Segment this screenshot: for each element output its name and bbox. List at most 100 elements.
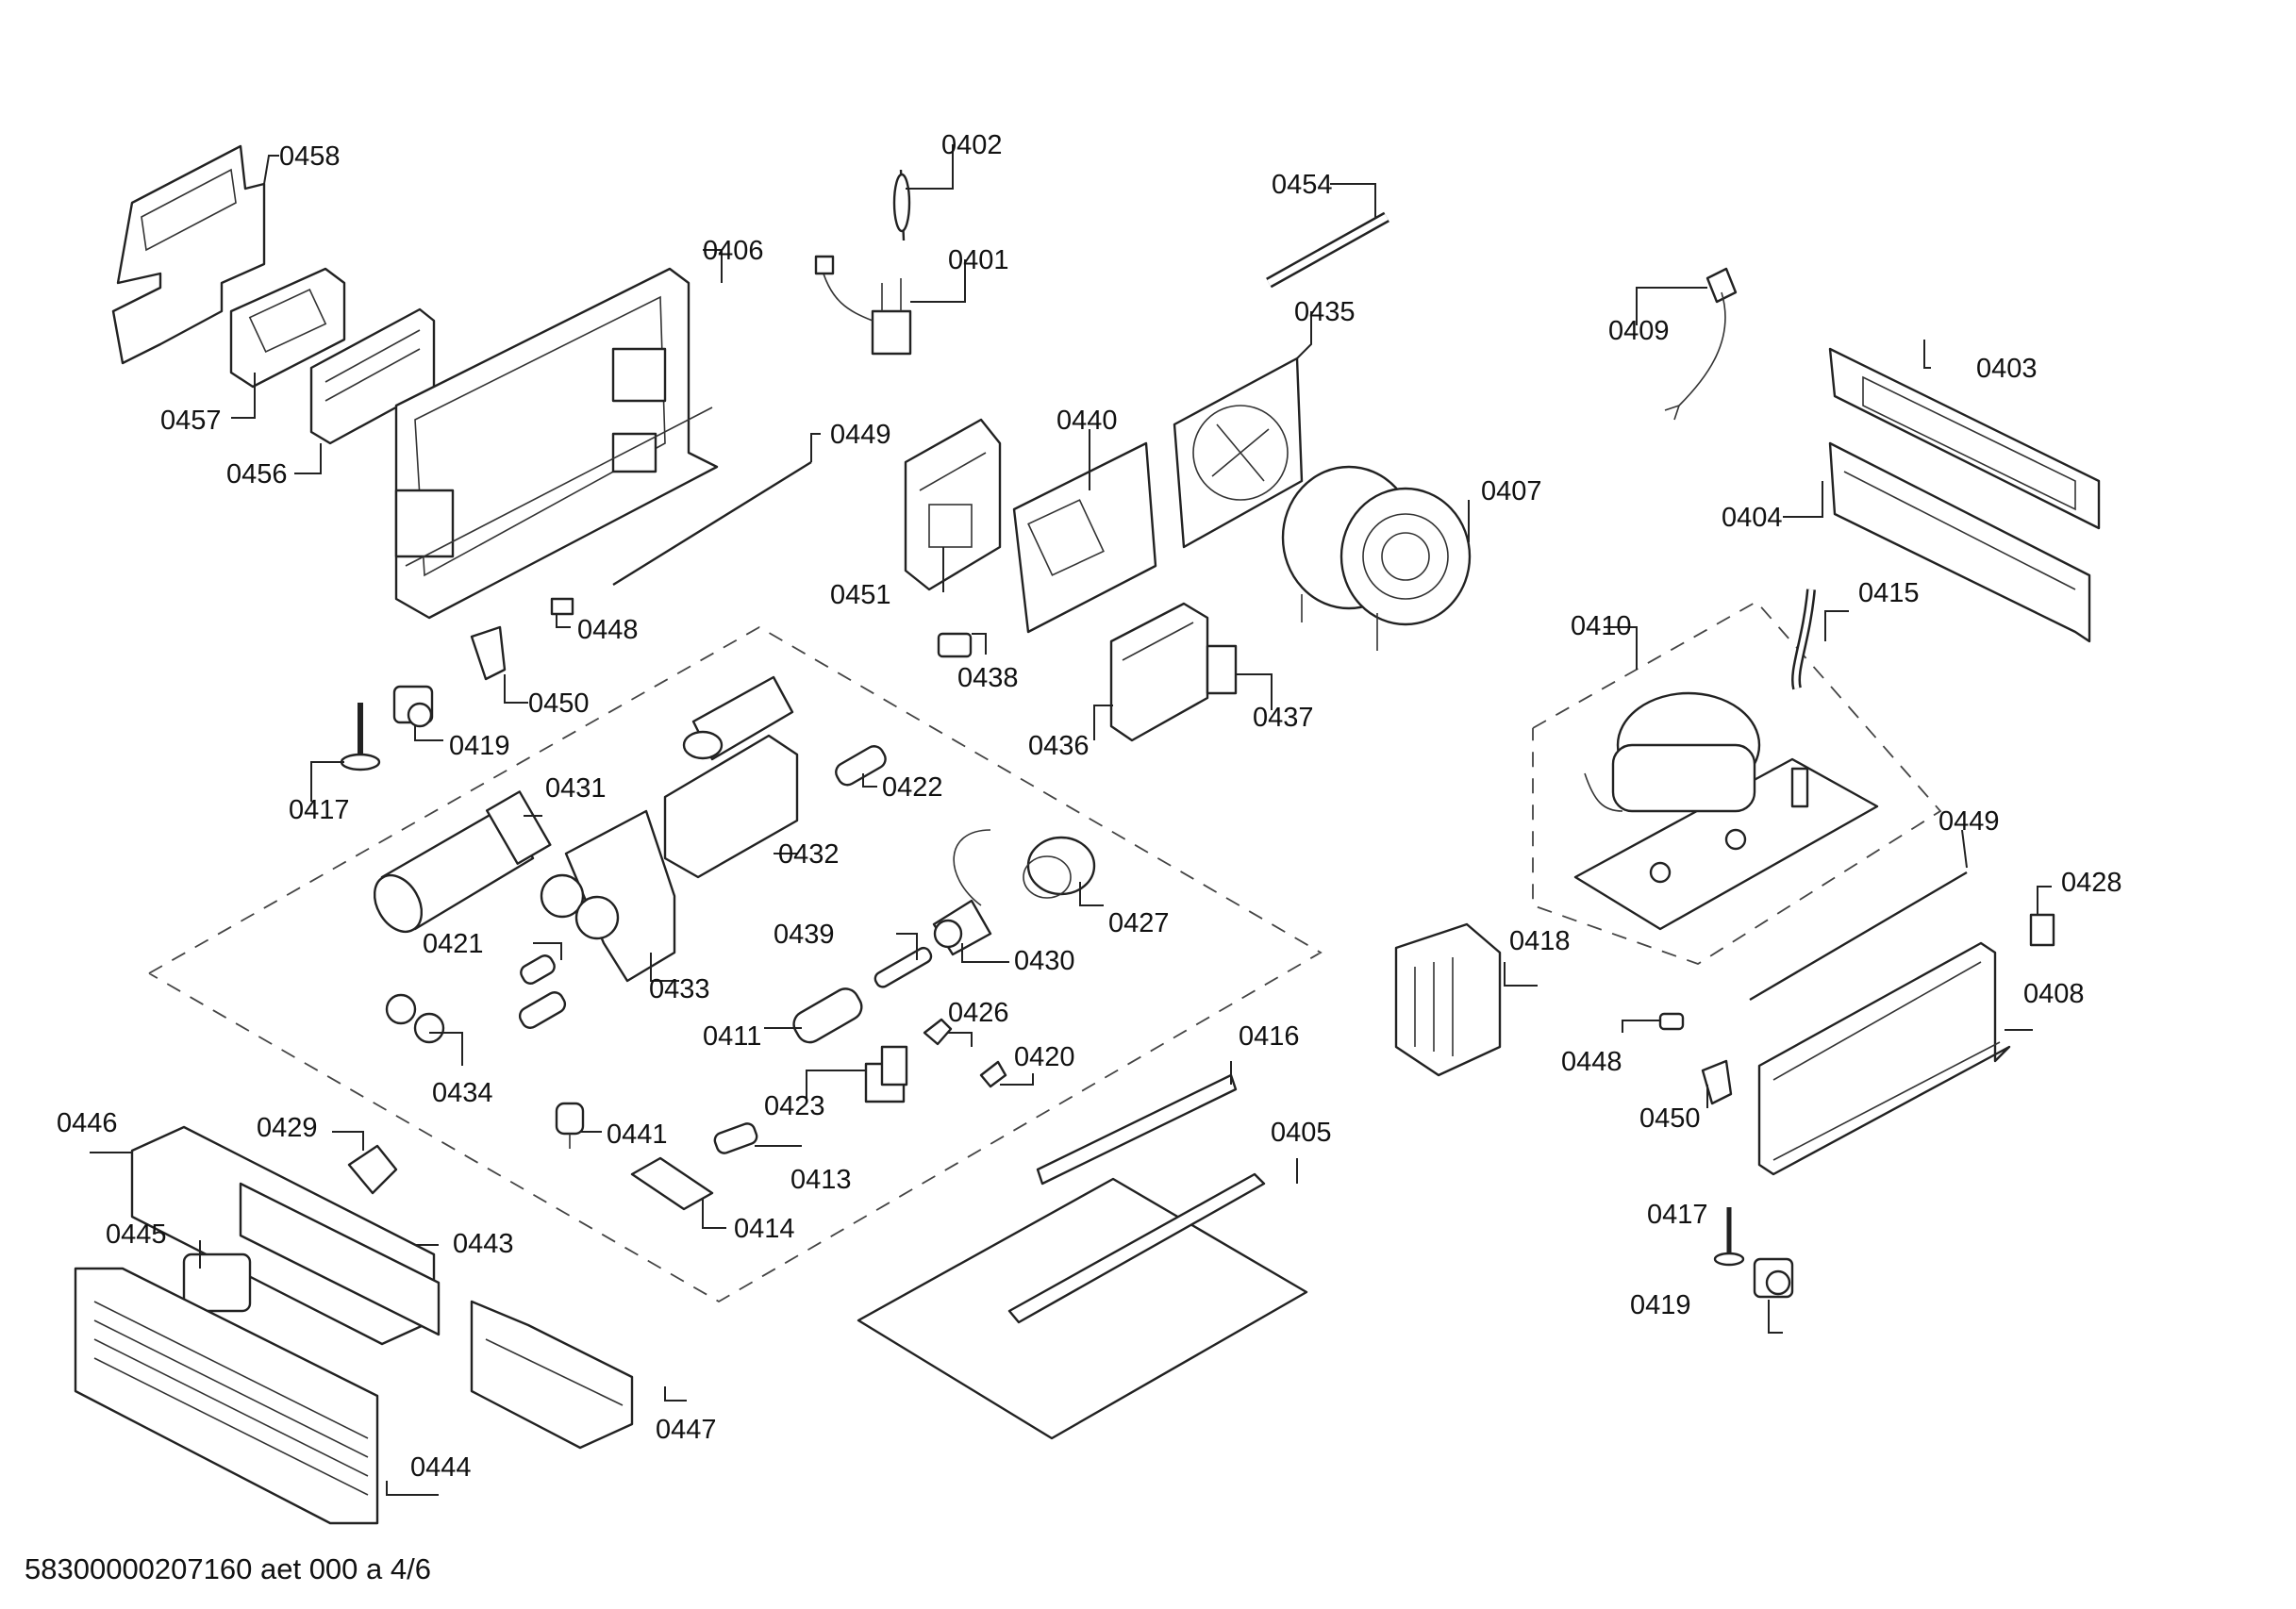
part-0433-box — [540, 809, 676, 983]
part-0430-socket — [932, 829, 992, 956]
part-0419-wheel — [392, 685, 434, 728]
part-0413-connector — [713, 1122, 758, 1154]
part-0448-connector-right — [1658, 1012, 1685, 1031]
part-0449-rod — [612, 460, 812, 587]
part-0423-valve — [864, 1045, 908, 1103]
part-0434-caps — [385, 993, 445, 1044]
callout-0432: 0432 — [778, 839, 840, 870]
part-0450-clip — [470, 625, 507, 681]
part-0403-panel — [1828, 347, 2101, 530]
callout-0421: 0421 — [423, 929, 484, 959]
callout-0448: 0448 — [577, 615, 639, 645]
callout-0445: 0445 — [106, 1219, 167, 1250]
part-0457-board — [229, 267, 346, 389]
callout-0436: 0436 — [1028, 731, 1090, 761]
callout-0405: 0405 — [1271, 1118, 1332, 1148]
callout-0446: 0446 — [57, 1108, 118, 1138]
callout-0418: 0418 — [1509, 926, 1571, 956]
part-0444-front-grille — [74, 1267, 379, 1525]
callout-0440: 0440 — [1056, 406, 1118, 436]
part-0422-fitting — [518, 745, 887, 1029]
callout-0416: 0416 — [1239, 1021, 1300, 1052]
callout-0444: 0444 — [410, 1452, 472, 1483]
part-0404-panel — [1828, 441, 2091, 643]
part-0432-tray — [663, 675, 799, 879]
part-0445-duct — [182, 1252, 252, 1313]
callout-0402: 0402 — [941, 130, 1003, 160]
callout-0411: 0411 — [703, 1021, 761, 1052]
callout-0406: 0406 — [703, 236, 764, 266]
callout-0441: 0441 — [607, 1120, 668, 1150]
part-drawings — [74, 144, 2101, 1525]
callout-0450-right: 0450 — [1639, 1103, 1701, 1134]
part-0410-compressor — [1573, 691, 1879, 931]
dashed-assembly-outlines — [148, 600, 1942, 1303]
callout-0408: 0408 — [2023, 979, 2085, 1009]
callout-0431: 0431 — [545, 773, 607, 804]
callout-0420: 0420 — [1014, 1042, 1075, 1072]
callout-0437: 0437 — [1253, 703, 1314, 733]
part-0415-hose-inner — [1793, 589, 1814, 689]
part-0449-rod-right — [1749, 871, 1968, 1002]
callout-0419: 0419 — [449, 731, 510, 761]
callout-0414: 0414 — [734, 1214, 795, 1244]
part-0420-clip — [979, 1060, 1007, 1088]
part-0428-clip — [2029, 913, 2055, 947]
part-0438-clip — [937, 632, 973, 658]
callout-0430: 0430 — [1014, 946, 1075, 976]
callout-0403: 0403 — [1976, 354, 2038, 384]
callout-0423: 0423 — [764, 1091, 825, 1121]
callout-0419-right: 0419 — [1630, 1290, 1691, 1320]
callout-0448-right: 0448 — [1561, 1047, 1622, 1077]
callout-0458: 0458 — [279, 141, 341, 172]
part-0406-housing — [394, 267, 719, 620]
callout-0409: 0409 — [1608, 316, 1670, 346]
callout-0450: 0450 — [528, 688, 590, 719]
drawing-reference-code: 58300000207160 aet 000 a 4/6 — [25, 1552, 431, 1585]
part-0407-evaporator-fan — [1281, 465, 1472, 651]
part-0437-connector — [1206, 644, 1238, 695]
part-0402-sensor — [892, 169, 911, 241]
part-0451-board — [904, 418, 1002, 591]
callout-0404: 0404 — [1722, 503, 1783, 533]
callout-0454: 0454 — [1272, 170, 1333, 200]
callout-0451: 0451 — [830, 580, 891, 610]
callout-0417-right: 0417 — [1647, 1200, 1708, 1230]
callout-0449-right: 0449 — [1938, 806, 2000, 837]
callout-0457: 0457 — [160, 406, 222, 436]
callout-0415: 0415 — [1858, 578, 1920, 608]
callout-0434: 0434 — [432, 1078, 493, 1108]
callout-0449: 0449 — [830, 420, 891, 450]
callout-0435: 0435 — [1294, 297, 1356, 327]
part-0431-cylinder — [373, 790, 552, 934]
callout-0426: 0426 — [948, 998, 1009, 1028]
part-0448-connector — [550, 597, 574, 616]
callout-0443: 0443 — [453, 1229, 514, 1259]
callout-0417: 0417 — [289, 795, 350, 825]
part-0427-cap — [1023, 836, 1096, 899]
part-0418-box — [1394, 922, 1502, 1077]
part-0458-bracket — [111, 144, 266, 365]
part-0411-valve — [792, 987, 863, 1044]
part-0454-tube — [1266, 211, 1389, 289]
callout-0439: 0439 — [774, 920, 835, 950]
callout-0456: 0456 — [226, 459, 288, 489]
part-0441-connector — [555, 1102, 585, 1149]
part-0417-foot — [340, 703, 381, 771]
part-0443-grille — [239, 1182, 441, 1336]
part-0408-condenser — [1757, 941, 2011, 1176]
callout-0422: 0422 — [882, 772, 943, 803]
callout-0447: 0447 — [656, 1415, 717, 1445]
callout-0407: 0407 — [1481, 476, 1542, 506]
part-0419-wheel-right — [1753, 1257, 1794, 1299]
part-0436-box — [1109, 602, 1209, 742]
part-0450-clip-right — [1701, 1059, 1733, 1105]
part-0416-strip — [1036, 1073, 1238, 1186]
callout-0429: 0429 — [257, 1113, 318, 1143]
part-0409-power-cord — [1664, 267, 1738, 421]
callout-labels: 0458 0457 0456 0402 0401 0406 0454 0435 … — [57, 130, 2122, 1483]
callout-0401: 0401 — [948, 245, 1009, 275]
callout-0438: 0438 — [957, 663, 1019, 693]
callout-0428: 0428 — [2061, 868, 2122, 898]
